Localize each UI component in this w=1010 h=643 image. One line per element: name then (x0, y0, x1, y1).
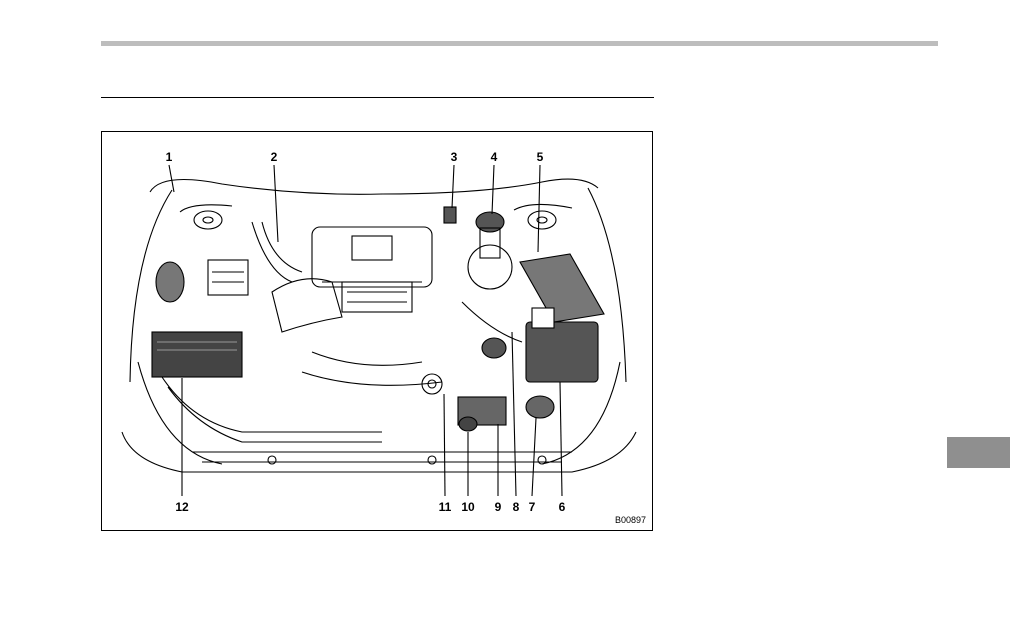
callout-11: 11 (434, 500, 456, 514)
callout-5: 5 (529, 150, 551, 164)
callout-4: 4 (483, 150, 505, 164)
callout-9: 9 (487, 500, 509, 514)
figure-code: B00897 (615, 515, 646, 525)
callout-3: 3 (443, 150, 465, 164)
header-rule (101, 41, 938, 46)
callout-6: 6 (551, 500, 573, 514)
callout-1: 1 (158, 150, 180, 164)
section-rule (101, 97, 654, 98)
engine-compartment-figure: 1 2 3 4 5 6 7 8 9 10 11 12 B00897 (101, 131, 653, 531)
callout-10: 10 (457, 500, 479, 514)
callout-2: 2 (263, 150, 285, 164)
callout-12: 12 (171, 500, 193, 514)
engine-illustration (102, 132, 653, 531)
chapter-tab (947, 437, 1010, 468)
